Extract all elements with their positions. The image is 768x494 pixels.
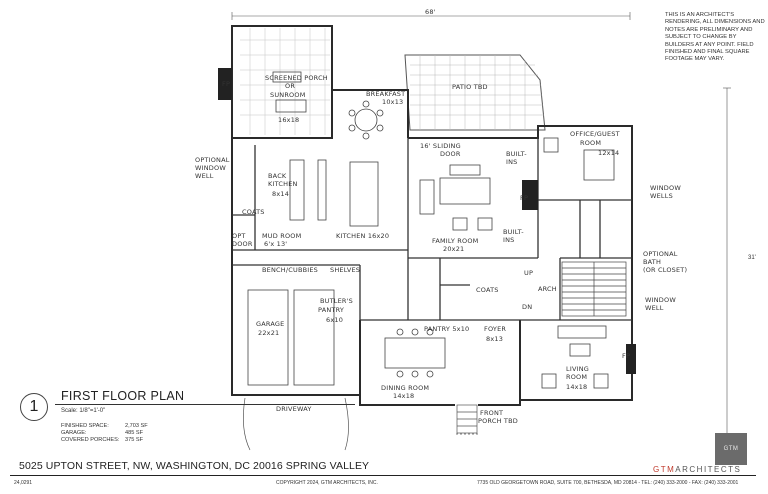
family-room-size: 20x21 [443,245,464,253]
front-porch-1: FRONT [480,409,503,417]
back-kitchen-2: KITCHEN [268,180,298,188]
up-note: UP [524,269,533,277]
plan-scale: Scale: 1/8"=1'-0" [61,408,106,414]
window-well-1: OPTIONAL [195,156,230,164]
dimension-right: 31' [748,255,756,261]
sheet-number: 24,0291 [14,480,33,486]
porch-label-1: SCREENED PORCH [265,74,328,82]
porch-label-3: SUNROOM [270,91,306,99]
foyer-size: 8x13 [486,335,503,343]
copyright-note: COPYRIGHT 2024, GTM ARCHITECTS, INC. [276,480,378,486]
disclaimer-note: THIS IS AN ARCHITECT'S RENDERING, ALL DI… [665,12,765,63]
dn-note: DN [522,303,532,311]
dining-room-size: 14x18 [393,392,414,400]
office-address: 7735 OLD GEORGETOWN ROAD, SUITE 700, BET… [477,480,739,486]
garage-size: 22x21 [258,329,279,337]
patio-label: PATIO TBD [452,83,488,91]
stat-porches: COVERED PORCHES:375 SF [61,437,144,444]
fp-living: FP [622,352,630,360]
gtm-logo-mark: GTM [715,433,747,465]
family-room-label: FAMILY ROOM [432,237,478,245]
back-kitchen-1: BACK [268,172,287,180]
plan-title-rule [55,404,355,405]
bench-cubbies: BENCH/CUBBIES [262,266,318,274]
opt-door-2: DOOR [232,240,253,248]
optional-bath-1: OPTIONAL [643,250,678,258]
dimension-top: 68' [425,8,436,16]
arch-note: ARCH [538,285,557,293]
stat-finished: FINISHED SPACE:2,703 SF [61,423,148,429]
pantry-label: PANTRY 5x10 [424,325,469,333]
butlers-pantry-1: BUTLER'S [320,297,353,305]
fp-family: FP [520,194,528,202]
interior-walls [232,138,632,321]
furniture [247,71,615,389]
office-label-1: OFFICE/GUEST [570,130,620,138]
plan-number-badge: 1 [20,393,48,421]
window-well-2: WINDOW [195,164,226,172]
sliding-door-2: DOOR [440,150,461,158]
window-well-r-1: WINDOW [645,296,676,304]
driveway-label: DRIVEWAY [276,405,312,413]
back-kitchen-size: 8x14 [272,190,289,198]
room-labels: SCREENED PORCH OR SUNROOM 16x18 PATIO TB… [256,74,620,425]
window-wells-1: WINDOW [650,184,681,192]
dining-room-label: DINING ROOM [381,384,429,392]
built-ins-top-1: BUILT- [506,150,527,158]
sliding-door-1: 16' SLIDING [420,142,461,150]
coats-foyer: COATS [476,286,499,294]
coats-mud: COATS [242,208,265,216]
front-porch-2: PORCH TBD [478,417,518,425]
butlers-pantry-2: PANTRY [318,306,344,314]
living-room-1: LIVING [566,365,589,373]
built-ins-top-2: INS [506,158,518,166]
stat-garage: GARAGE:485 SF [61,430,144,437]
garage-label: GARAGE [256,320,284,328]
living-room-2: ROOM [566,373,587,381]
butlers-pantry-size: 6x10 [326,316,343,324]
plan-title: FIRST FLOOR PLAN [61,389,185,403]
built-ins-bottom-2: INS [503,236,515,244]
fp-porch: FP [222,80,230,88]
site-elements [243,397,478,451]
breakfast-size: 10x13 [382,98,403,106]
gtm-logo-text: GTMARCHITECTS [653,465,742,474]
area-stats: FINISHED SPACE:2,703 SF GARAGE:485 SF CO… [61,423,148,445]
mud-room-label: MUD ROOM [262,232,301,240]
plan-notes: FP OPTIONAL WINDOW WELL COATS OPT DOOR B… [195,80,687,360]
title-block-rule [10,475,756,476]
window-well-3: WELL [195,172,214,180]
shelves-note: SHELVES [330,266,360,274]
office-size: 12x14 [598,149,619,157]
office-label-2: ROOM [580,139,601,147]
built-ins-bottom-1: BUILT- [503,228,524,236]
foyer-label: FOYER [484,325,506,333]
breakfast-label: BREAKFAST [366,90,405,98]
mud-room-size: 6'x 13' [264,240,287,248]
fireplaces [218,68,636,374]
porch-size: 16x18 [278,116,299,124]
porch-label-2: OR [285,82,295,90]
opt-door-1: OPT [232,232,246,240]
porch-grid [240,28,330,135]
window-wells-2: WELLS [650,192,673,200]
dimension-lines [231,12,731,441]
optional-bath-2: BATH [643,258,661,266]
patio-grid [404,54,546,131]
project-address: 5025 UPTON STREET, NW, WASHINGTON, DC 20… [19,460,370,472]
kitchen-label: KITCHEN 16x20 [336,232,389,240]
window-well-r-2: WELL [645,304,664,312]
stairs [561,261,627,317]
living-room-size: 14x18 [566,383,587,391]
optional-bath-3: (OR CLOSET) [643,266,687,274]
